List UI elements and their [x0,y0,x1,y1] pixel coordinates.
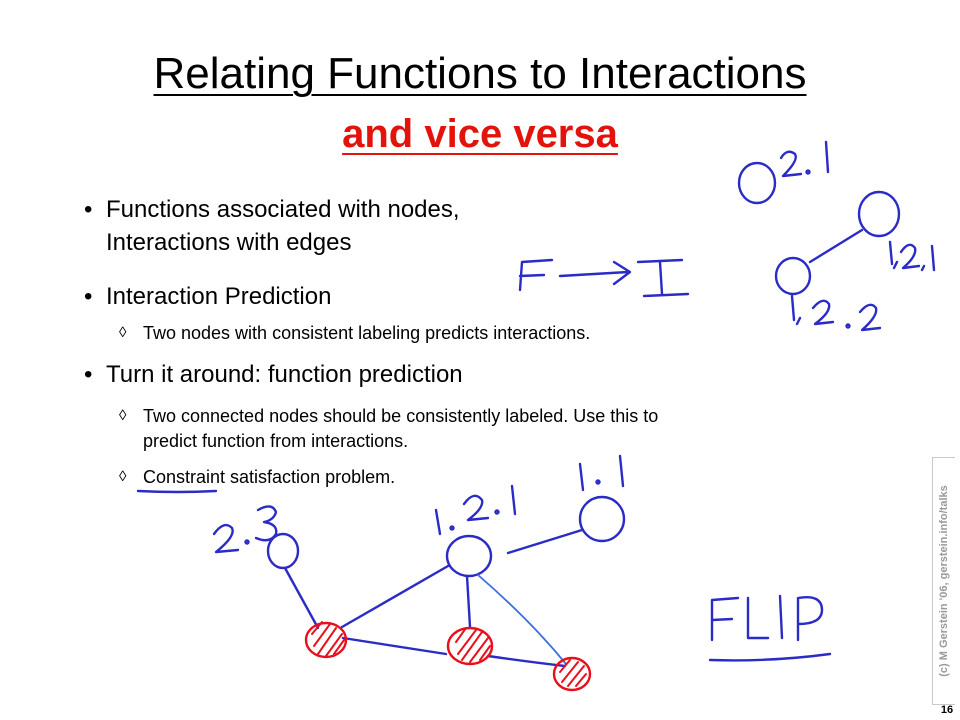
bullet-dot: • [84,196,93,223]
ink-f-to-i [518,258,690,298]
ink-label-2-3 [212,505,278,554]
ink-underline [136,489,218,494]
subbullet-1-line1: Two nodes with consistent labeling predi… [143,323,591,343]
subbullet-3-line1: Constraint satisfaction problem. [143,467,396,487]
ink-label-1-2-1 [434,484,517,536]
bullet-dot: • [84,283,93,310]
subbullet-2-line1: Two connected nodes should be consistent… [143,406,659,426]
ink-flip [708,594,832,662]
ink-label-1-1 [578,454,625,492]
bullet-1-line1: Functions associated with nodes, [106,196,460,223]
subbullet-mark: ◊ [119,324,127,341]
ink-tree-diagram [774,190,936,332]
subbullet-2-line2: predict function from interactions. [143,431,409,451]
bullet-dot: • [84,361,93,388]
copyright-sidebar: (c) M Gerstein '06, gerstein.info/talks [932,457,955,705]
bullet-3-line1: Turn it around: function prediction [106,361,463,388]
slide-subtitle: and vice versa [342,112,618,156]
slide-title: Relating Functions to Interactions [153,49,807,98]
bullet-2-line1: Interaction Prediction [106,283,332,310]
ink-node-2-1-label [737,140,830,205]
bullet-1-line2: Interactions with edges [106,229,352,256]
page-number: 16 [940,704,954,716]
subbullet-mark: ◊ [119,407,127,424]
subbullet-mark: ◊ [119,468,127,485]
copyright-text: (c) M Gerstein '06, gerstein.info/talks [938,485,950,677]
ink-graph [266,495,626,692]
